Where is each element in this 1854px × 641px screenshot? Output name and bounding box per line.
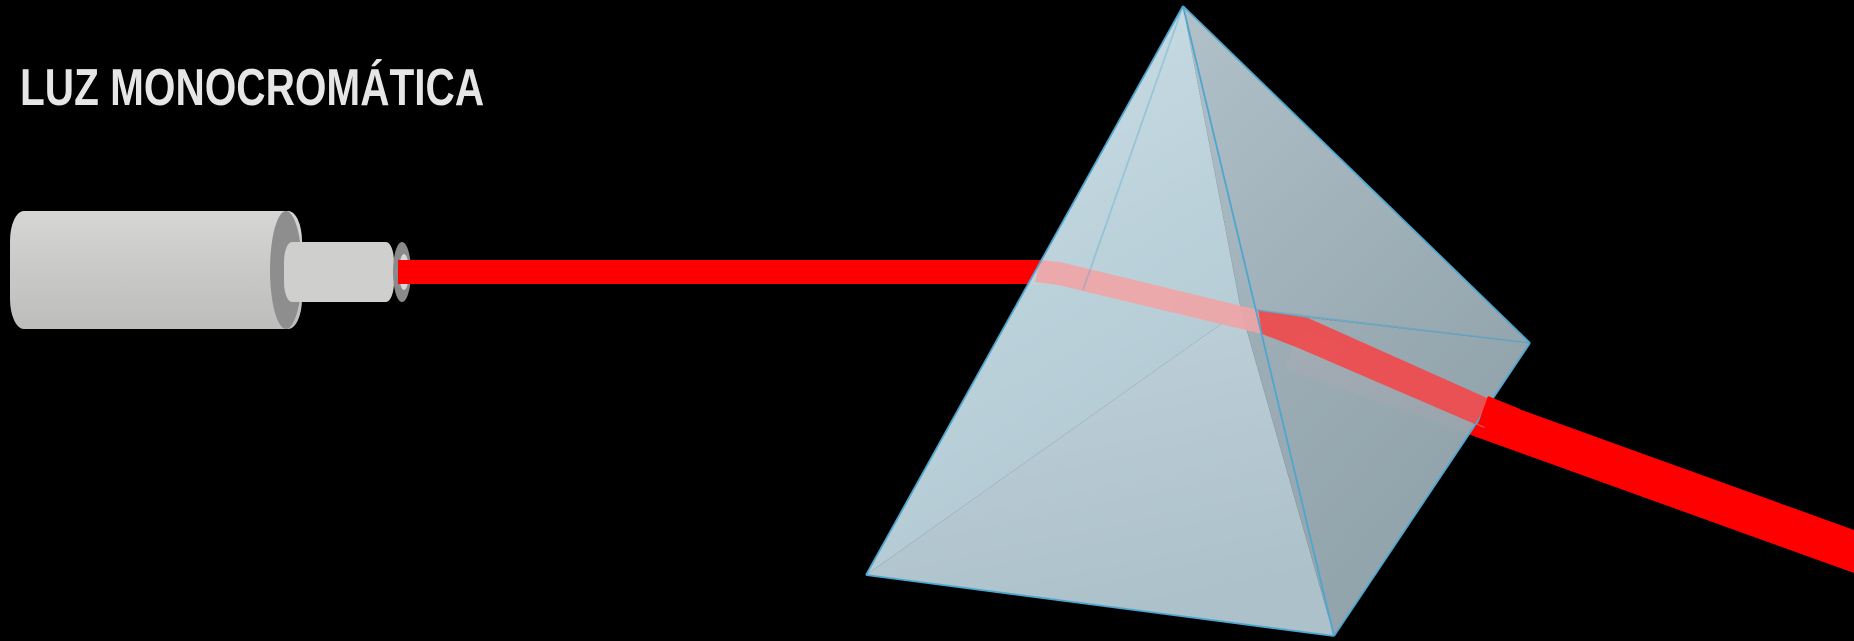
laser-body [10,211,302,329]
laser-emitter [10,211,411,329]
glass-prism [866,6,1530,636]
laser-nozzle [284,242,394,302]
incident-beam [398,260,1050,284]
